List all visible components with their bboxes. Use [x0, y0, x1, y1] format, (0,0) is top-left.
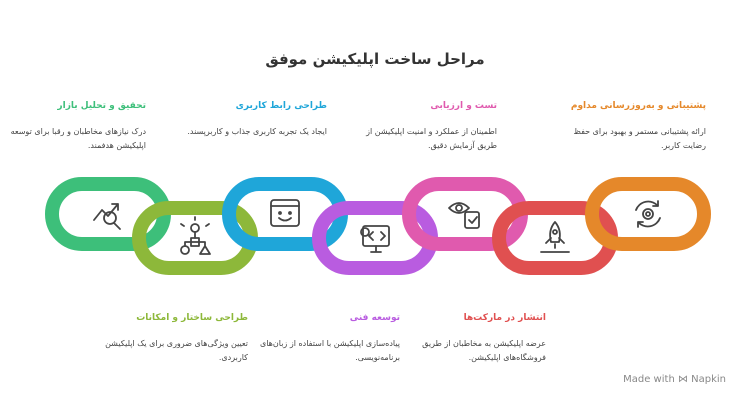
step-text-2: طراحی ساختار و امکانات تعیین ویژگی‌های ضر… [98, 313, 248, 365]
step-text-6: انتشار در مارکت‌ها عرضه اپلیکیشن به مخاطب… [396, 313, 546, 365]
step-description: اطمینان از عملکرد و امنیت اپلیکیشن از طر… [366, 127, 497, 150]
idea-shapes-icon [180, 216, 211, 255]
step-description: عرضه اپلیکیشن به مخاطبان از طریق فروشگاه… [422, 339, 546, 362]
chart-magnifier-icon [93, 203, 121, 230]
smiley-window-icon [270, 199, 300, 227]
rocket-launch-icon [540, 221, 570, 253]
step-title: توسعه فنی [349, 313, 400, 323]
step-title: پشتیبانی و به‌روزرسانی مداوم [570, 101, 706, 111]
napkin-watermark: Made with ⋈ Napkin [623, 374, 726, 385]
eye-clipboard-icon [448, 202, 480, 229]
step-text-3: طراحی رابط کاربری ایجاد یک تجربه کاربری ج… [177, 101, 327, 139]
chain-link-ring [585, 177, 711, 251]
step-description: ایجاد یک تجربه کاربری جذاب و کاربرپسند. [187, 127, 327, 136]
step-title: طراحی ساختار و امکانات [136, 313, 248, 323]
step-text-7: پشتیبانی و به‌روزرسانی مداوم ارائه پشتیبا… [556, 101, 706, 153]
code-monitor-icon [360, 225, 390, 253]
step-text-4: توسعه فنی پیاده‌سازی اپلیکیشن با استفاده … [250, 313, 400, 365]
step-description: درک نیازهای مخاطبان و رقبا برای توسعه اپ… [10, 127, 146, 150]
step-description: تعیین ویژگی‌های ضروری برای یک اپلیکیشن ک… [105, 339, 248, 362]
step-title: تست و ارزیابی [430, 101, 497, 111]
chain-link-7 [585, 177, 711, 251]
step-description: پیاده‌سازی اپلیکیشن با استفاده از زبان‌ه… [259, 339, 400, 362]
step-title: طراحی رابط کاربری [235, 101, 327, 111]
step-description: ارائه پشتیبانی مستمر و بهبود برای حفظ رض… [573, 127, 707, 150]
step-text-5: تست و ارزیابی اطمینان از عملکرد و امنیت ا… [347, 101, 497, 153]
step-text-1: تحقیق و تحلیل بازار درک نیازهای مخاطبان و… [0, 101, 146, 153]
page-title: مراحل ساخت اپلیکیشن موفق [265, 50, 485, 68]
gear-refresh-icon [635, 200, 661, 228]
step-title: تحقیق و تحلیل بازار [57, 101, 146, 111]
step-title: انتشار در مارکت‌ها [463, 313, 546, 323]
